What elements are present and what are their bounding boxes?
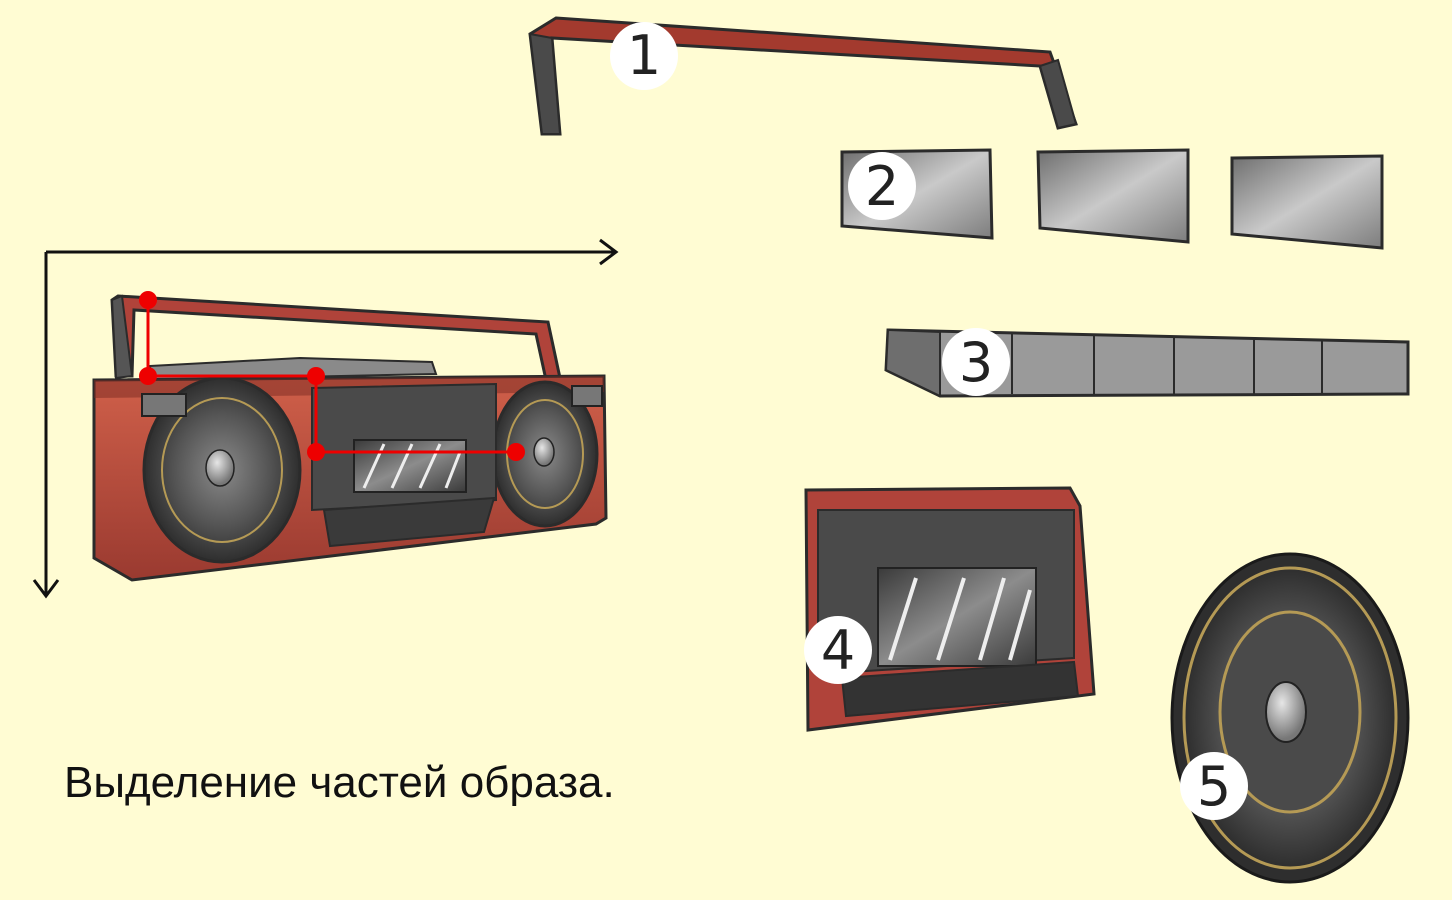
part-number-2: 2	[865, 155, 899, 218]
highlight-point	[139, 367, 157, 385]
part-number-badge-2: 2	[848, 152, 916, 220]
highlight-points	[139, 291, 525, 461]
part-number-badge-3: 3	[942, 328, 1010, 396]
part-number-badge-1: 1	[610, 22, 678, 90]
part-number-badge-4: 4	[804, 616, 872, 684]
part-top-strip	[884, 328, 1410, 398]
highlight-point	[139, 291, 157, 309]
part-number-3: 3	[959, 331, 993, 394]
part-button-panels	[840, 148, 1384, 250]
part-number-4: 4	[821, 619, 855, 682]
part-cassette-deck	[804, 486, 1096, 732]
caption-text: Выделение частей образа.	[64, 758, 615, 807]
highlight-point	[307, 443, 325, 461]
x-axis-arrow	[46, 238, 619, 266]
part-number-badge-5: 5	[1180, 752, 1248, 820]
part-handle	[528, 16, 1078, 136]
coordinate-axes	[32, 238, 619, 599]
highlight-point	[507, 443, 525, 461]
part-number-1: 1	[627, 24, 661, 87]
part-number-5: 5	[1197, 755, 1231, 818]
part-speaker	[1170, 552, 1410, 884]
y-axis-arrow	[32, 252, 60, 599]
boombox-full	[92, 294, 608, 582]
highlight-point	[307, 367, 325, 385]
